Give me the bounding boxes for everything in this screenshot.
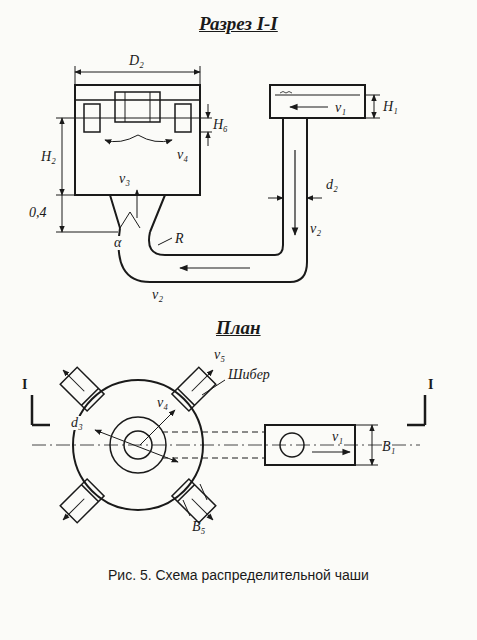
section-mark: I <box>428 378 433 392</box>
velocity-label: v₃ <box>118 172 131 186</box>
dimension-label: D₂ <box>128 54 145 68</box>
velocity-label: v₁ <box>332 430 343 444</box>
velocity-label: v₂ <box>310 222 321 236</box>
dimension-label: d₃ <box>70 416 84 430</box>
radius-label: R <box>174 232 185 246</box>
dimension-label: B₁ <box>382 440 395 454</box>
dimension-label: d₂ <box>326 178 338 192</box>
dimension-label: H₆ <box>213 118 228 132</box>
plan-title: План <box>216 318 261 337</box>
velocity-label: v₄ <box>156 396 169 410</box>
velocity-label: v₂ <box>152 288 163 302</box>
gate-label: Шибер <box>228 368 270 382</box>
dimension-label: H₂ <box>40 150 57 164</box>
section-title: Разрез I-I <box>199 14 278 33</box>
dimension-label: B₅ <box>192 520 205 534</box>
figure-caption: Рис. 5. Схема распределительной чаши <box>108 568 369 582</box>
angle-label: α <box>113 236 122 250</box>
dimension-label: H₁ <box>383 100 398 114</box>
velocity-label: v₁ <box>335 101 346 115</box>
velocity-label: v₅ <box>214 348 225 362</box>
section-mark: I <box>22 378 27 392</box>
velocity-label: v₄ <box>176 148 189 162</box>
dimension-label: 0,4 <box>28 206 48 220</box>
